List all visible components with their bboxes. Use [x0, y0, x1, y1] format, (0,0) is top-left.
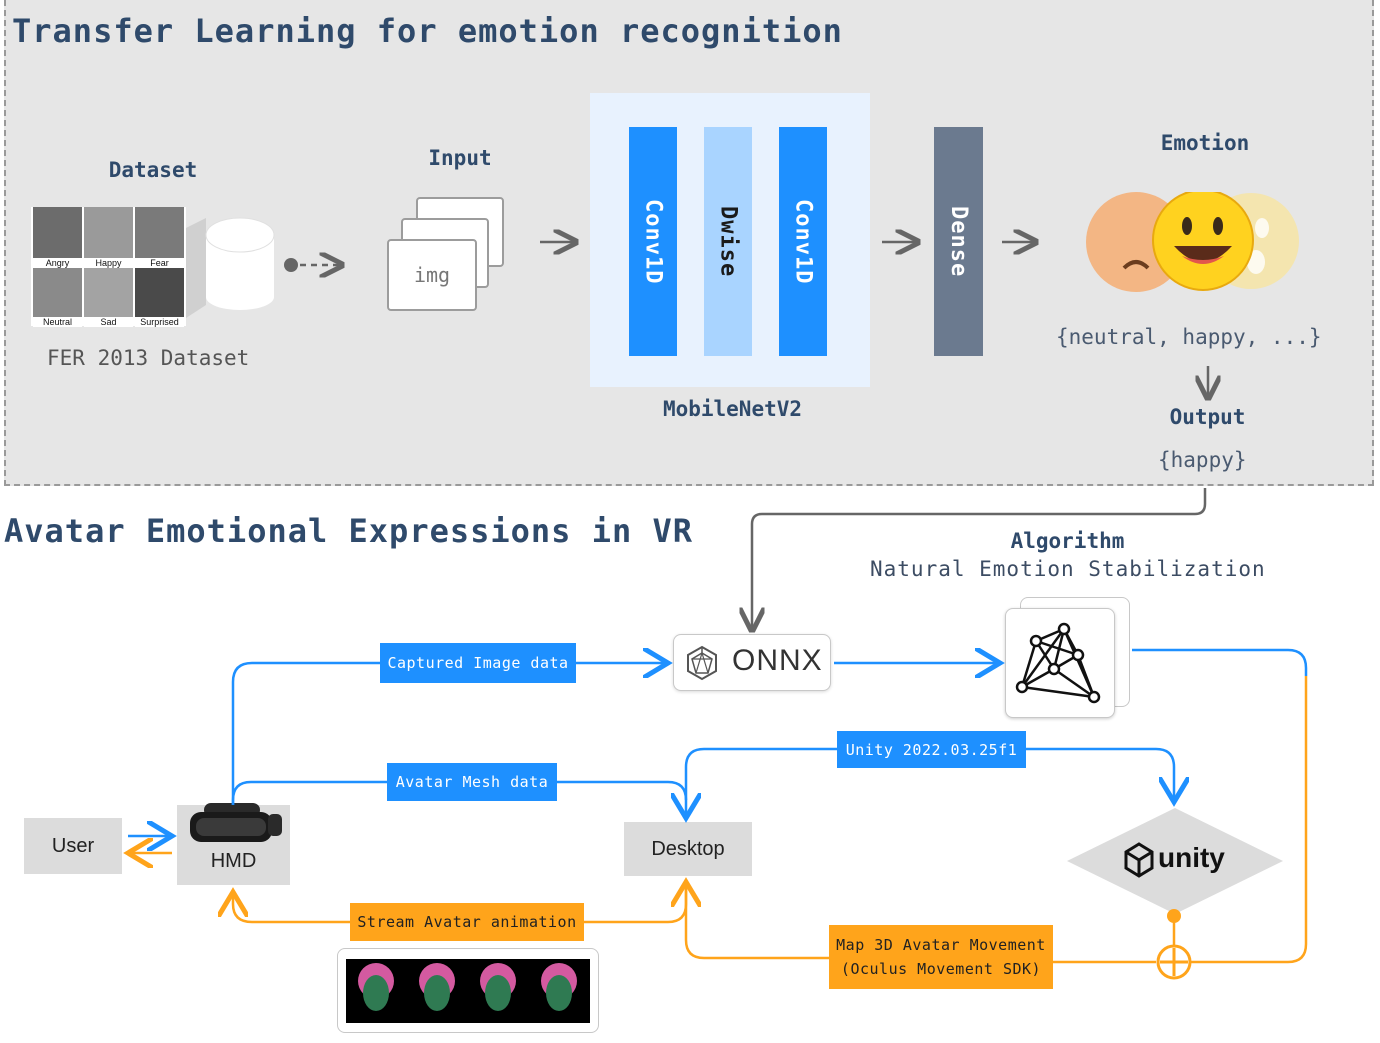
stream-animation-tag: Stream Avatar animation	[350, 903, 584, 941]
algorithm-node	[1005, 608, 1115, 718]
unity-cube-icon	[1124, 842, 1154, 878]
user-node: User	[24, 818, 122, 874]
captured-image-tag: Captured Image data	[380, 643, 576, 683]
face-label-happy: Happy	[84, 258, 133, 268]
algorithm-label: Algorithm	[1010, 529, 1125, 553]
unity-node	[1067, 808, 1283, 914]
face-image-sad	[84, 268, 133, 318]
dense-layer-label: Dense	[946, 205, 971, 278]
unity-logo-text: unity	[1158, 842, 1225, 873]
conv1d-layer-1-label: Conv1D	[640, 198, 666, 285]
transfer-learning-title: Transfer Learning for emotion recognitio…	[12, 12, 843, 50]
face-label-neutral: Neutral	[33, 317, 82, 327]
hmd-label: HMD	[210, 850, 257, 872]
algorithm-name: Natural Emotion Stabilization	[870, 557, 1266, 581]
face-label-surprised: Surprised	[135, 317, 184, 327]
face-label-sad: Sad	[84, 317, 133, 327]
database-icon	[186, 217, 275, 318]
face-grid: Angry Happy Fear Neutral Sad Surprised	[31, 207, 186, 327]
avatar-frames	[346, 959, 590, 1023]
face-image-fear	[135, 207, 184, 259]
onnx-label: ONNX	[732, 644, 823, 677]
avatar-animation-strip	[337, 948, 599, 1033]
emotion-set: {neutral, happy, ...}	[1056, 325, 1322, 349]
dataset-caption: FER 2013 Dataset	[47, 346, 250, 370]
output-label: Output	[1169, 405, 1246, 429]
mobilenet-label: MobileNetV2	[662, 397, 803, 421]
merge-plus-icon	[1156, 944, 1192, 980]
map-movement-line-2: (Oculus Movement SDK)	[840, 960, 1042, 978]
face-image-neutral	[33, 268, 82, 318]
avatar-mesh-tag: Avatar Mesh data	[387, 763, 557, 801]
unity-version-tag: Unity 2022.03.25f1	[837, 731, 1026, 768]
input-label: Input	[428, 146, 492, 170]
dataset-label: Dataset	[108, 158, 198, 182]
onnx-icon	[684, 645, 720, 681]
unity-connector-dot	[1167, 909, 1181, 923]
map-movement-line-1: Map 3D Avatar Movement	[836, 936, 1046, 954]
vr-headset-icon	[188, 800, 283, 846]
avatar-section-title: Avatar Emotional Expressions in VR	[4, 512, 694, 550]
dwise-layer-label: Dwise	[715, 205, 741, 278]
output-value: {happy}	[1158, 448, 1247, 472]
dwise-layer: Dwise	[704, 127, 752, 356]
conv1d-layer-2: Conv1D	[779, 127, 827, 356]
face-label-fear: Fear	[135, 258, 184, 268]
conv1d-layer-2-label: Conv1D	[790, 198, 816, 285]
desktop-node: Desktop	[624, 822, 752, 876]
onnx-node: ONNX	[673, 634, 831, 691]
dense-layer: Dense	[934, 127, 983, 356]
input-card-front: img	[387, 239, 477, 311]
emotion-label: Emotion	[1160, 131, 1250, 155]
face-image-surprised	[135, 268, 184, 318]
map-movement-tag: Map 3D Avatar Movement (Oculus Movement …	[829, 925, 1053, 989]
graph-network-icon	[1015, 622, 1101, 704]
face-image-angry	[33, 207, 82, 259]
conv1d-layer-1: Conv1D	[629, 127, 677, 356]
emotion-emojis	[1086, 189, 1316, 296]
face-image-happy	[84, 207, 133, 259]
face-label-angry: Angry	[33, 258, 82, 268]
